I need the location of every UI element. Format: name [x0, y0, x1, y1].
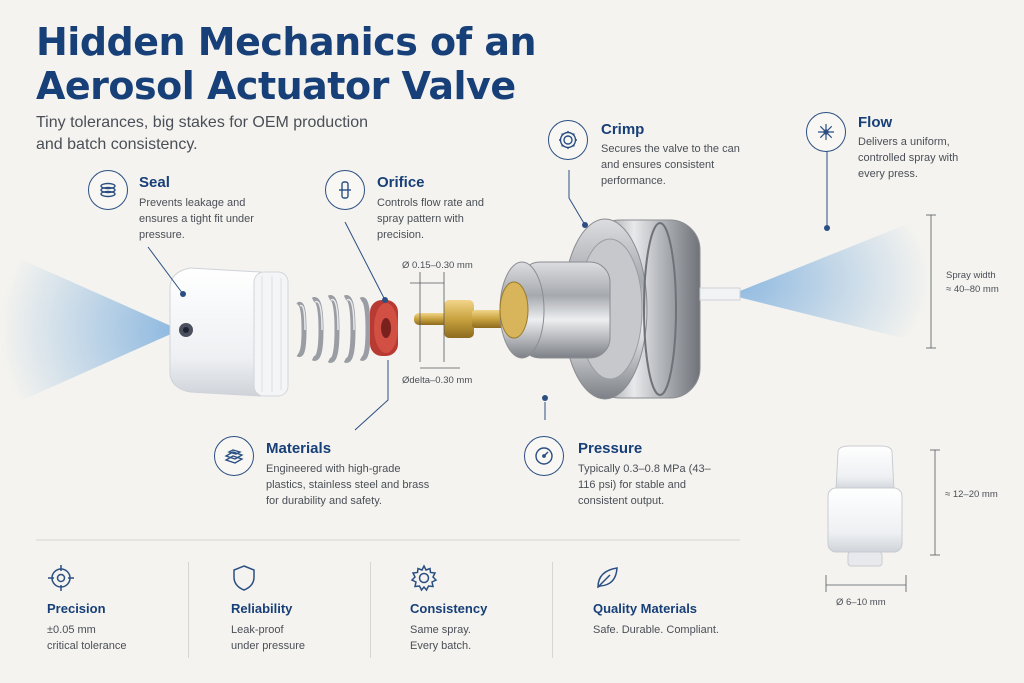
spray-right: [730, 215, 930, 345]
precision-title: Precision: [47, 601, 106, 616]
page-subtitle: Tiny tolerances, big stakes for OEM prod…: [36, 114, 368, 153]
title-line-2: Aerosol Actuator Valve: [36, 64, 516, 108]
orifice-icon: [325, 170, 365, 210]
crosshair-icon: [48, 565, 74, 591]
seal-title: Seal: [139, 174, 170, 191]
orifice-description: Controls flow rate and spray pattern wit…: [377, 197, 484, 241]
seal-description: Prevents leakage and ensures a tight fit…: [139, 197, 254, 241]
quality-materials-title: Quality Materials: [593, 601, 698, 616]
small-actuator: [827, 445, 903, 567]
materials-title: Materials: [266, 440, 332, 457]
leaf-icon: [597, 567, 618, 589]
flow-description: Delivers a uniform, controlled spray wit…: [858, 136, 959, 180]
pressure-title: Pressure: [578, 440, 643, 457]
red-seal: [370, 300, 398, 356]
crimp-icon: [548, 120, 588, 160]
seal-icon: [88, 170, 128, 210]
orifice-title: Orifice: [377, 174, 425, 191]
spring: [296, 295, 371, 363]
gear-icon: [410, 564, 438, 592]
materials-description: Engineered with high-grade plastics, sta…: [266, 463, 430, 507]
divider: [188, 562, 189, 658]
actuator-height-label: ≈ 12–20 mm: [945, 489, 998, 500]
divider: [552, 562, 553, 658]
crimp-description: Secures the valve to the can and ensures…: [601, 143, 740, 187]
stem-diameter-label: Ødelta–0.30 mm: [402, 375, 473, 386]
leader-lines: [147, 150, 828, 431]
pressure-gauge-icon: [524, 436, 564, 476]
pressure-description: Typically 0.3–0.8 MPa (43–116 psi) for s…: [578, 463, 711, 507]
title-line-1: Hidden Mechanics of an: [36, 20, 537, 64]
spray-left: [0, 250, 180, 410]
spray-width-value: ≈ 40–80 mm: [946, 284, 999, 295]
orifice-diameter-label: Ø 0.15–0.30 mm: [402, 260, 473, 271]
dimension-lines: [410, 214, 940, 592]
valve-body: [499, 218, 741, 400]
divider: [370, 562, 371, 658]
materials-icon: [214, 436, 254, 476]
actuator-cap: [169, 267, 289, 397]
flow-icon: [806, 112, 846, 152]
quality-materials-description: Safe. Durable. Compliant.: [593, 624, 719, 636]
consistency-title: Consistency: [410, 601, 488, 616]
reliability-title: Reliability: [231, 601, 293, 616]
crimp-title: Crimp: [601, 121, 645, 138]
page-title: Hidden Mechanics of an Aerosol Actuator …: [36, 20, 596, 108]
actuator-diameter-label: Ø 6–10 mm: [836, 597, 886, 608]
shield-icon: [233, 565, 255, 591]
spray-width-label: Spray width: [946, 270, 996, 281]
flow-title: Flow: [858, 114, 893, 131]
consistency-description: Same spray.Every batch.: [410, 624, 472, 652]
